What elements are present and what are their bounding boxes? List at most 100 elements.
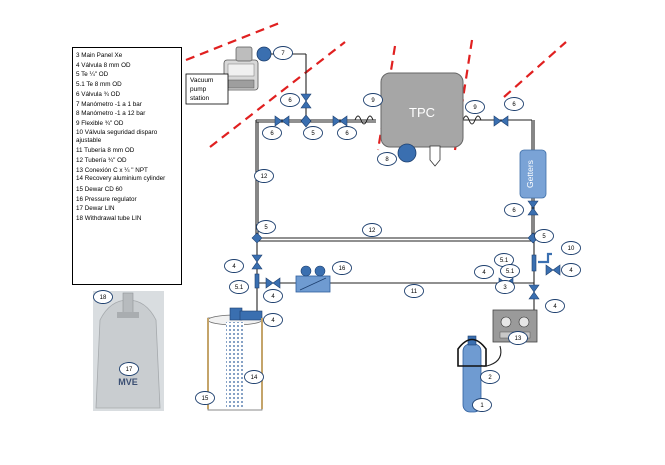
valve-4-right-bottom <box>528 284 540 300</box>
svg-text:5.1: 5.1 <box>506 269 515 275</box>
callout-4: 4 <box>224 259 244 273</box>
svg-text:12: 12 <box>261 174 268 180</box>
vacuum-pump-label-box <box>185 73 229 105</box>
svg-text:6: 6 <box>512 102 516 108</box>
legend-item: 10 Válvula seguridad disparo ajustable <box>76 128 158 144</box>
svg-text:11: 11 <box>411 289 418 295</box>
callout-12: 12 <box>254 169 274 183</box>
valve-6-getters <box>527 200 539 216</box>
callout-6: 6 <box>504 203 524 217</box>
svg-text:5: 5 <box>542 234 546 240</box>
legend-item: 11 Tubería 8 mm OD <box>76 147 135 155</box>
legend-item: 8 Manómetro -1 a 12 bar <box>76 110 146 118</box>
legend-item: 15 Dewar CD 60 <box>76 185 123 193</box>
dewar-brand-label: MVE <box>118 377 138 387</box>
callout-5-1: 5.1 <box>500 264 520 278</box>
safety-valve-10 <box>538 252 552 264</box>
svg-text:4: 4 <box>271 318 275 324</box>
callout-5: 5 <box>303 126 323 140</box>
callout-9: 9 <box>465 100 485 114</box>
svg-text:4: 4 <box>482 270 486 276</box>
callout-12: 12 <box>362 223 382 237</box>
svg-text:12: 12 <box>369 228 376 234</box>
legend-item: 6 Válvula ¾ OD <box>76 90 121 98</box>
recovery-dewar <box>207 307 263 411</box>
callout-7: 7 <box>273 46 293 60</box>
callout-9: 9 <box>363 93 383 107</box>
legend-item: 18 Withdrawal tube LIN <box>76 215 142 223</box>
callout-5-1: 5.1 <box>229 280 249 294</box>
callout-17: 17 <box>119 362 139 376</box>
valve-4-left <box>265 277 281 289</box>
legend-item: 3 Main Panel Xe <box>76 52 123 59</box>
svg-text:6: 6 <box>288 98 292 104</box>
callout-4: 4 <box>545 299 565 313</box>
svg-text:8: 8 <box>385 157 389 163</box>
legend-item: 14 Recovery aluminium cylinder <box>76 175 166 183</box>
svg-text:2: 2 <box>488 375 492 381</box>
pressure-regulator <box>295 265 331 293</box>
svg-text:5.1: 5.1 <box>235 285 244 291</box>
legend-item: 5 Te ¼" OD <box>76 71 109 79</box>
svg-text:15: 15 <box>202 396 209 402</box>
valve-6-mid <box>332 115 348 127</box>
svg-text:6: 6 <box>512 208 516 214</box>
vacuum-pump-station: Vacuum pump station <box>185 46 259 105</box>
svg-text:1: 1 <box>480 403 484 409</box>
pressure-gauge-7 <box>256 46 272 62</box>
callout-5: 5 <box>534 229 554 243</box>
svg-text:6: 6 <box>270 131 274 137</box>
callout-4: 4 <box>263 289 283 303</box>
valve-4-left-top <box>251 254 263 270</box>
svg-text:17: 17 <box>126 367 133 373</box>
callout-4: 4 <box>474 265 494 279</box>
legend-item: 16 Pressure regulator <box>76 195 137 203</box>
svg-text:9: 9 <box>371 98 375 104</box>
svg-text:6: 6 <box>345 131 349 137</box>
tpc-label: TPC <box>409 105 435 120</box>
callout-6: 6 <box>280 93 300 107</box>
svg-text:16: 16 <box>339 266 346 272</box>
valve-4-right-side <box>545 264 561 276</box>
callout-5: 5 <box>256 220 276 234</box>
callout-2: 2 <box>480 370 500 384</box>
callout-10: 10 <box>561 241 581 255</box>
legend-item: 5.1 Te 8 mm OD <box>76 81 122 89</box>
flexible-hoses <box>354 115 482 125</box>
callout-16: 16 <box>332 261 352 275</box>
callout-14: 14 <box>244 370 264 384</box>
legend-item: 17 Dewar LIN <box>76 205 115 213</box>
pressure-gauge-8 <box>397 143 417 163</box>
svg-text:4: 4 <box>271 294 275 300</box>
svg-text:4: 4 <box>232 264 236 270</box>
getters: Getters <box>519 149 547 199</box>
valve-6-right <box>493 115 509 127</box>
tpc-port <box>429 145 441 167</box>
callout-6: 6 <box>337 126 357 140</box>
svg-text:7: 7 <box>281 51 285 57</box>
svg-text:5: 5 <box>311 131 315 137</box>
valve-6-pump <box>300 93 312 109</box>
callout-3: 3 <box>495 280 515 294</box>
valve-6-left <box>274 115 290 127</box>
callout-13: 13 <box>508 331 528 345</box>
callout-18: 18 <box>93 290 113 304</box>
callout-4: 4 <box>561 263 581 277</box>
svg-text:4: 4 <box>569 268 573 274</box>
vacuum-pump-label-line3: station <box>190 95 210 102</box>
component-legend: 3 Main Panel Xe 4 Válvula 8 mm OD 5 Te ¼… <box>72 47 182 285</box>
svg-text:3: 3 <box>503 285 507 291</box>
callout-6: 6 <box>262 126 282 140</box>
lin-dewar-photo: MVE <box>93 291 164 411</box>
xenon-cylinder <box>457 335 487 413</box>
legend-item: 4 Válvula 8 mm OD <box>76 61 131 69</box>
callout-11: 11 <box>404 284 424 298</box>
callout-1: 1 <box>472 398 492 412</box>
vacuum-pump-label-line2: pump <box>190 86 207 93</box>
legend-item: 7 Manómetro -1 a 1 bar <box>76 100 142 108</box>
callout-15: 15 <box>195 391 215 405</box>
svg-text:18: 18 <box>100 295 107 301</box>
svg-text:13: 13 <box>515 336 522 342</box>
